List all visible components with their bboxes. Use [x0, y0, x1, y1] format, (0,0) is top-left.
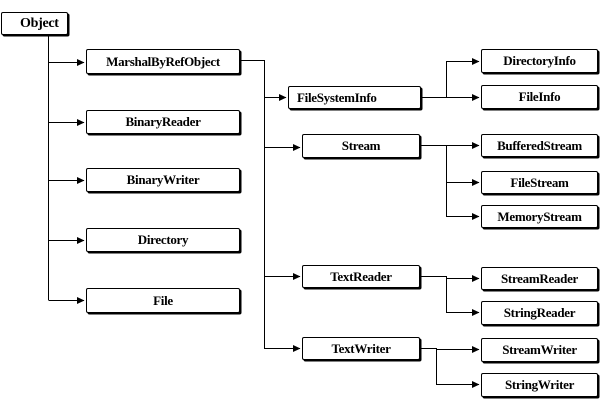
node-file: File [86, 288, 240, 313]
node-file-info: FileInfo [481, 85, 598, 109]
node-stream-writer: StreamWriter [481, 338, 598, 362]
node-directory-info: DirectoryInfo [481, 49, 598, 73]
node-stream-reader: StreamReader [481, 267, 598, 290]
node-file-system-info: FileSystemInfo [288, 86, 421, 109]
node-stream: Stream [302, 134, 420, 158]
node-buffered-stream: BufferedStream [481, 134, 598, 157]
node-string-writer: StringWriter [481, 373, 598, 397]
node-object: Object [1, 12, 68, 35]
node-memory-stream: MemoryStream [481, 205, 598, 228]
node-text-reader: TextReader [302, 265, 420, 288]
node-marshal-by-ref-object: MarshalByRefObject [86, 49, 240, 74]
node-text-writer: TextWriter [302, 337, 420, 360]
node-binary-reader: BinaryReader [86, 110, 240, 134]
node-string-reader: StringReader [481, 301, 598, 325]
node-directory: Directory [86, 228, 240, 252]
node-file-stream: FileStream [481, 171, 598, 194]
node-binary-writer: BinaryWriter [86, 168, 240, 192]
